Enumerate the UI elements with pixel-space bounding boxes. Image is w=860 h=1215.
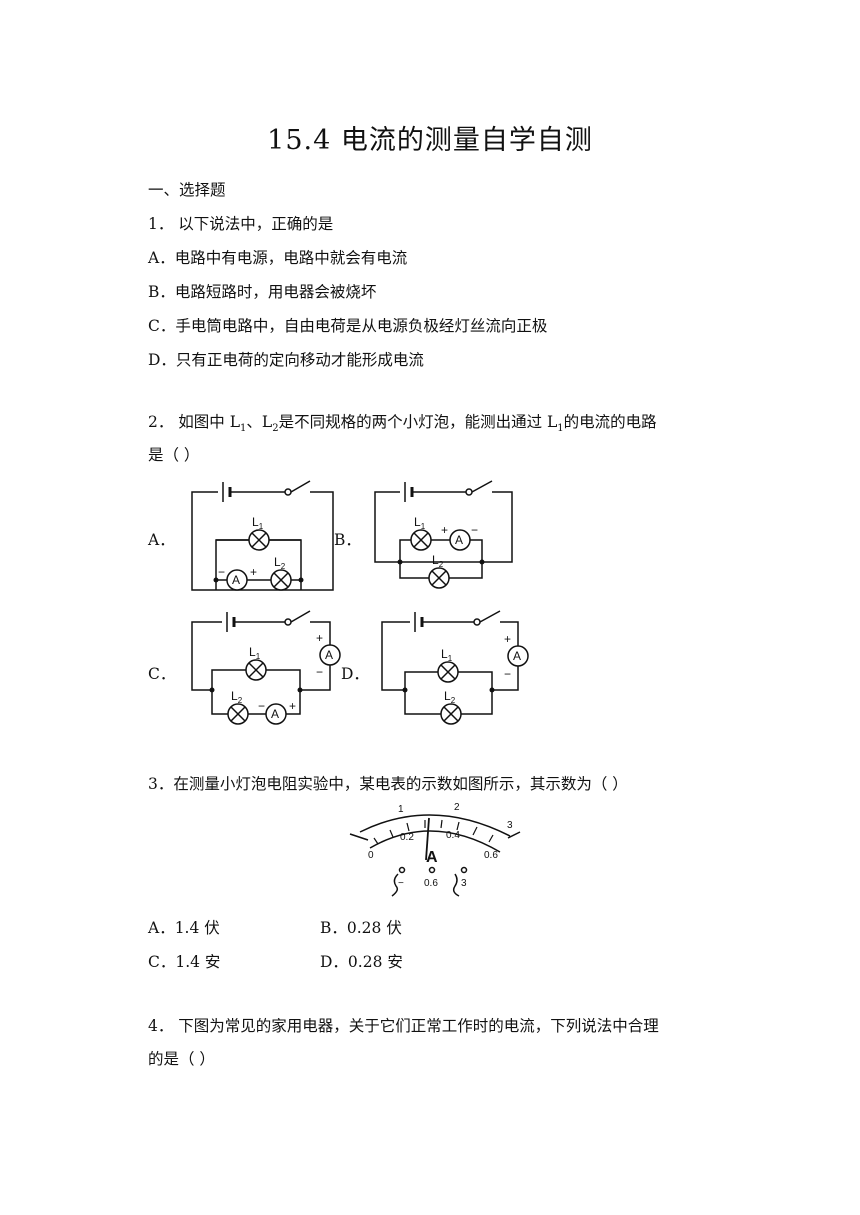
lamp-label: L1 [252, 515, 264, 531]
minus-sign: − [258, 699, 265, 713]
q1-option-a: A．电路中有电源，电路中就会有电流 [148, 249, 408, 267]
terminal-label: − [398, 878, 404, 889]
terminal-label: 3 [461, 878, 467, 889]
ammeter-label: A [455, 533, 463, 547]
scale-top-label: 3 [507, 820, 513, 831]
lamp-icon [410, 529, 432, 551]
q2-label-b: B． [334, 531, 361, 549]
minus-sign: − [218, 565, 225, 579]
q1-option-b: B．电路短路时，用电器会被烧坏 [148, 283, 377, 301]
lamp-label: L2 [274, 555, 286, 571]
lamp-label: L2 [444, 689, 456, 705]
q4-stem-line2: 的是（ ） [148, 1050, 215, 1068]
scale-top-label: 1 [398, 804, 404, 815]
lamp-icon [245, 659, 267, 681]
q1-option-d: D．只有正电荷的定向移动才能形成电流 [148, 351, 424, 369]
terminal-label: 0.6 [424, 878, 438, 889]
q2-label-a: A． [148, 531, 175, 549]
lamp-label: L1 [249, 645, 261, 661]
minus-sign: − [471, 523, 478, 537]
lamp-icon [440, 703, 462, 725]
meter-unit: A [426, 849, 438, 866]
plus-sign: + [250, 565, 257, 579]
lamp-icon [227, 703, 249, 725]
q3-option-a: A．1.4 伏 [148, 919, 220, 937]
q3-option-b: B．0.28 伏 [320, 919, 402, 937]
q3-option-d: D．0.28 安 [320, 953, 403, 971]
q4-stem-line1: 4． 下图为常见的家用电器，关于它们正常工作时的电流，下列说法中合理 [148, 1017, 659, 1035]
ammeter-label: A [325, 648, 333, 662]
lamp-icon [248, 529, 270, 551]
lamp-label: L2 [432, 553, 444, 569]
plus-sign: + [316, 631, 323, 645]
q2-stem-line2: 是（ ） [148, 446, 200, 464]
q2-label-c: C． [148, 665, 176, 683]
lamp-label: L2 [231, 689, 243, 705]
ammeter-label: A [271, 707, 279, 721]
scale-bottom-label: 0.6 [484, 850, 498, 861]
plus-sign: + [441, 523, 448, 537]
page-title: 15.4 电流的测量自学自测 [267, 125, 593, 156]
plus-sign: + [289, 699, 296, 713]
minus-sign: − [504, 667, 511, 681]
section-heading: 一、选择题 [148, 181, 226, 199]
scale-bottom-label: 0.4 [446, 830, 460, 841]
q3-stem: 3．在测量小灯泡电阻实验中，某电表的示数如图所示，其示数为（ ） [148, 775, 628, 793]
lamp-label: L1 [441, 647, 453, 663]
scale-bottom-label: 0 [368, 850, 374, 861]
q2-label-d: D． [341, 665, 369, 683]
scale-bottom-label: 0.2 [400, 832, 414, 843]
minus-sign: − [316, 665, 323, 679]
ammeter-dial [349, 814, 521, 897]
circuit-b [374, 480, 513, 579]
q1-option-c: C．手电筒电路中，自由电荷是从电源负极经灯丝流向正极 [148, 317, 548, 335]
q2-stem-line1: 2． 如图中 L1、L2是不同规格的两个小灯泡，能测出通过 L1的电流的电路 [148, 413, 657, 435]
q3-option-c: C．1.4 安 [148, 953, 221, 971]
lamp-icon [428, 567, 450, 589]
q1-stem: 1． 以下说法中，正确的是 [148, 215, 334, 233]
lamp-icon [270, 569, 292, 591]
ammeter-label: A [513, 649, 521, 663]
scale-top-label: 2 [454, 802, 460, 813]
lamp-icon [437, 661, 459, 683]
lamp-label: L1 [414, 515, 426, 531]
plus-sign: + [504, 632, 511, 646]
ammeter-label: A [232, 573, 240, 587]
